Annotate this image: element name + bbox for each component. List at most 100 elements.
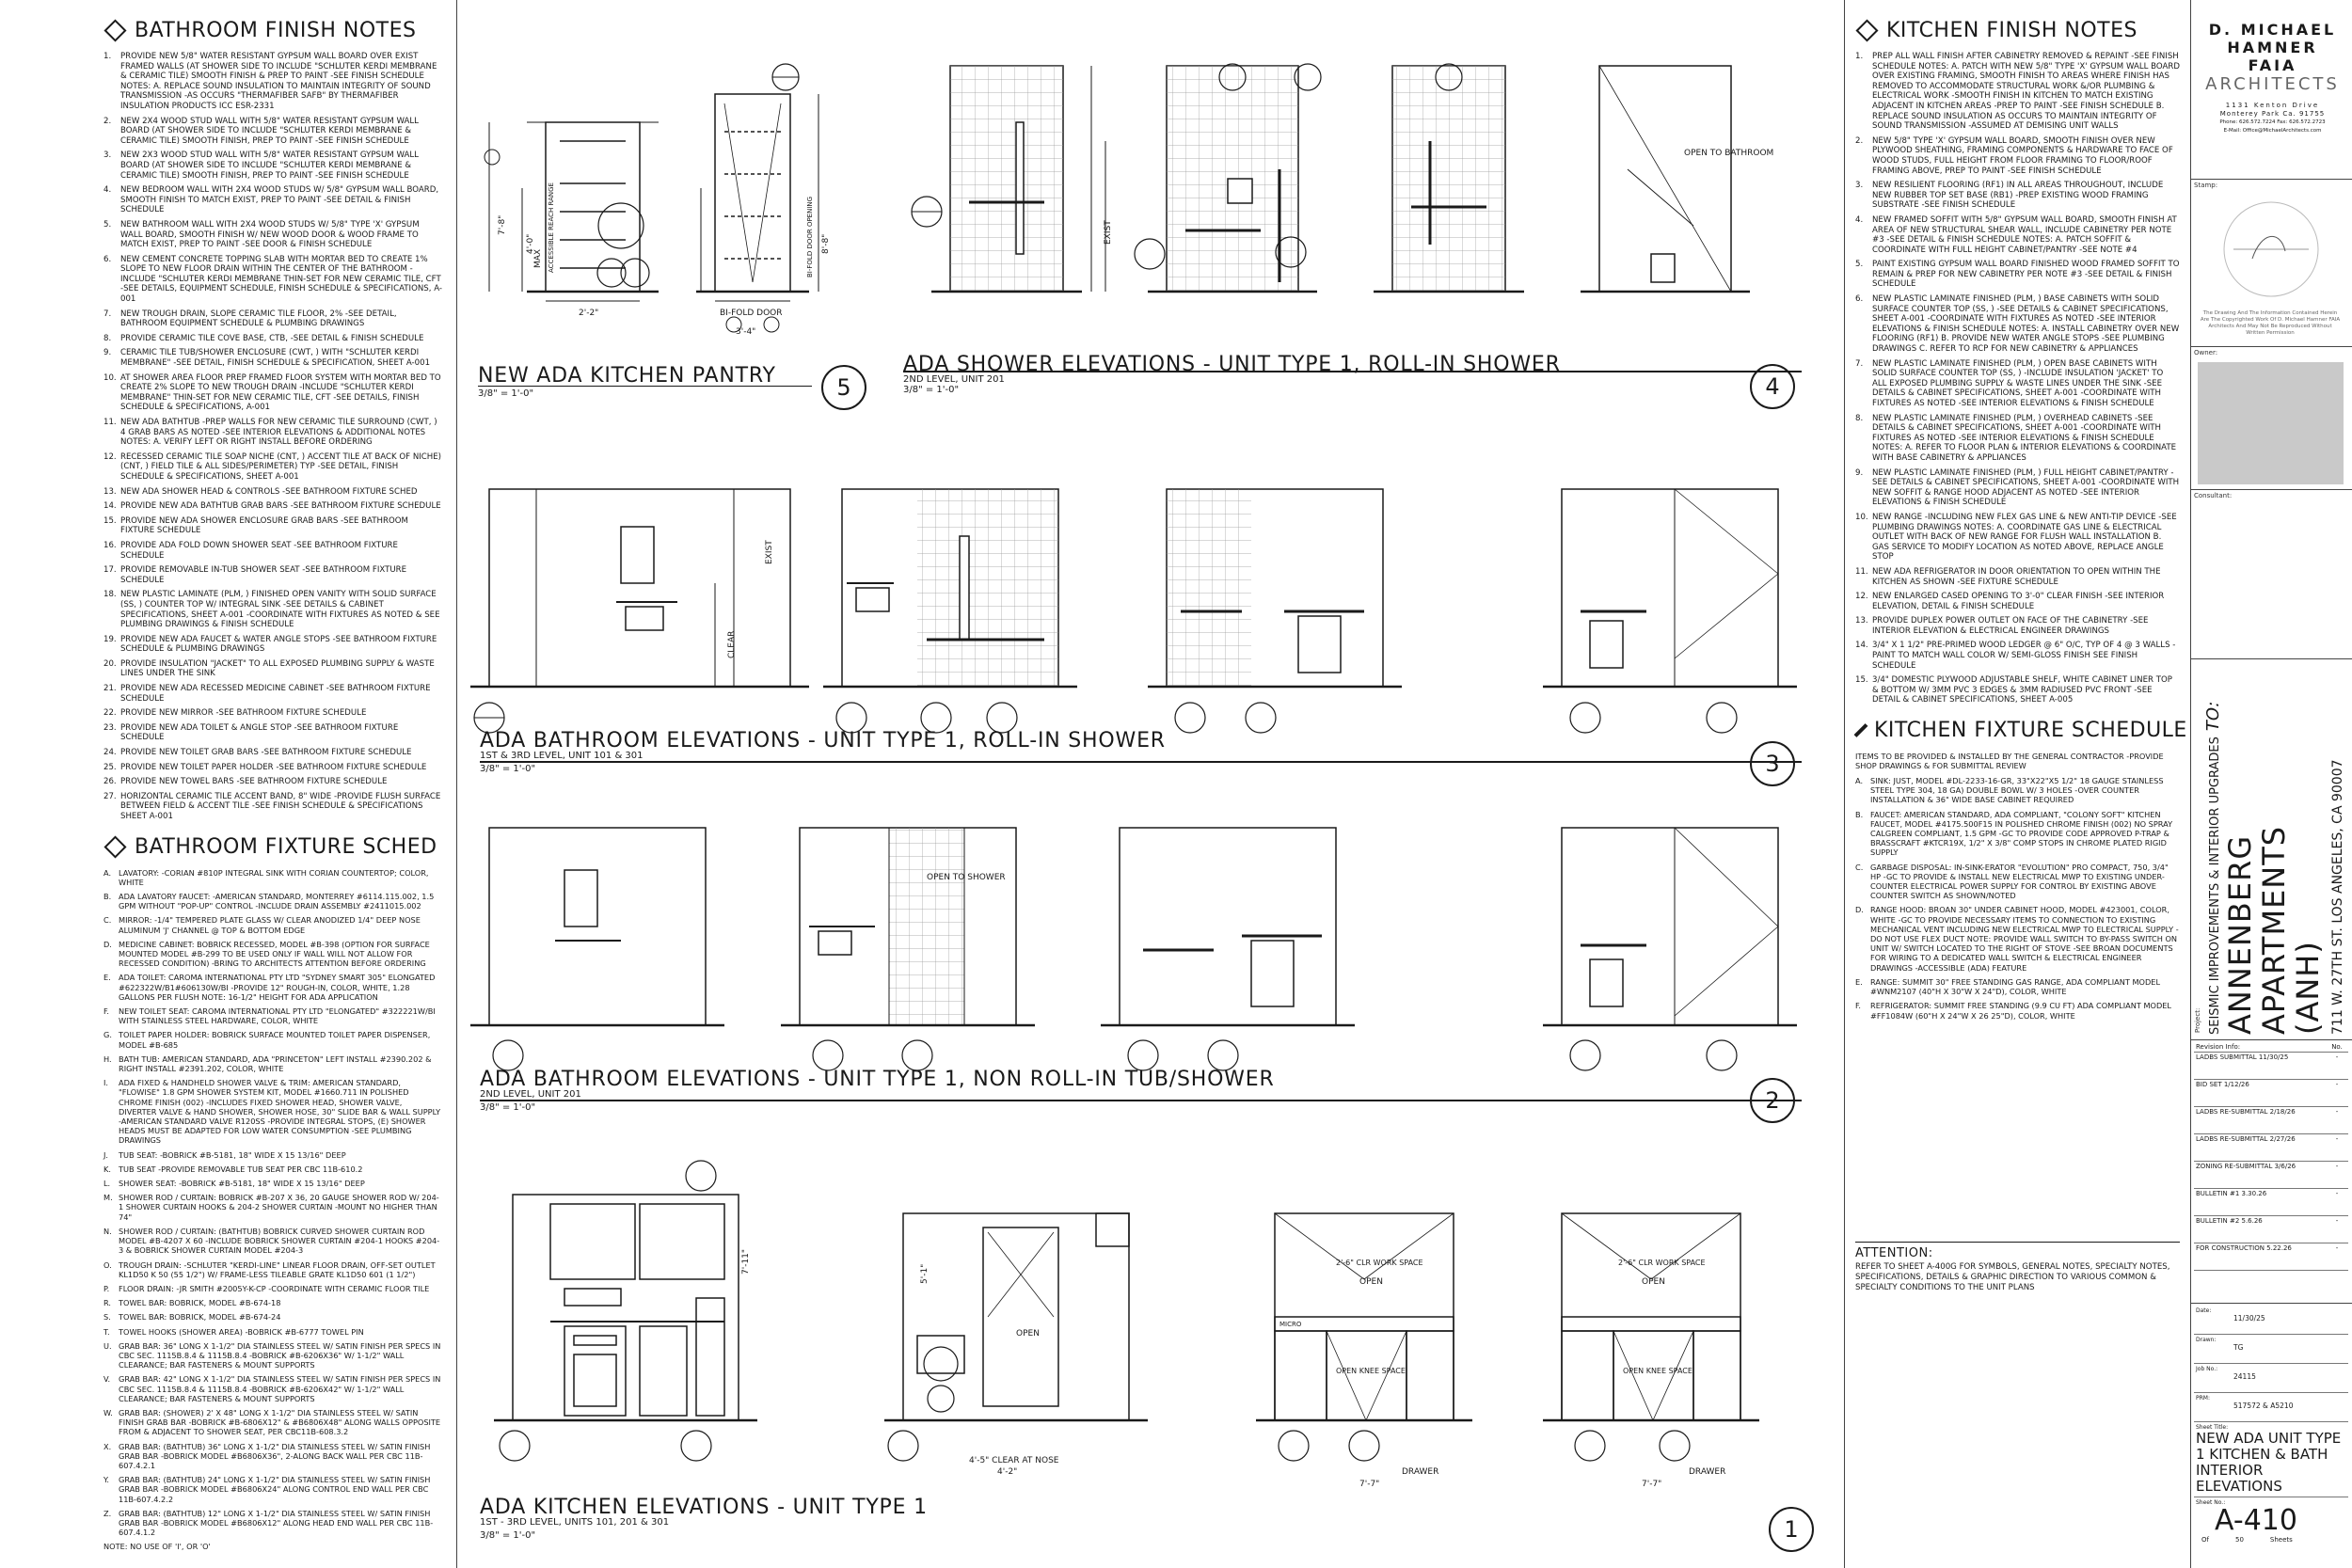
dim-label: 5'-1" — [920, 1264, 930, 1284]
attention-text: REFER TO SHEET A-400G FOR SYMBOLS, GENER… — [1855, 1262, 2170, 1292]
bathroom-finish-notes-list: 1.PROVIDE NEW 5/8" WATER RESISTANT GYPSU… — [103, 52, 442, 822]
note-item: 11.NEW ADA BATHTUB -PREP WALLS FOR NEW C… — [103, 418, 442, 448]
note-text: RECESSED CERAMIC TILE SOAP NICHE (CNT, )… — [120, 451, 442, 482]
note-text: NEW 2X3 WOOD STUD WALL WITH 5/8" WATER R… — [120, 150, 419, 181]
dim-label: 8'-8" — [821, 234, 831, 254]
revision-row: LADBS RE-SUBMITTAL 2/18/26- — [2194, 1107, 2348, 1134]
project-name: ANNENBERG APARTMENTS — [2222, 825, 2292, 1035]
shower-elevation-b — [1134, 63, 1322, 293]
bathroom-elev-2a — [470, 827, 724, 1071]
job-value: 24115 — [2233, 1372, 2256, 1381]
note-text: PROVIDE NEW ADA TOILET & ANGLE STOP -SEE… — [120, 722, 399, 743]
note-number: 18. — [103, 590, 117, 600]
note-number: D. — [1855, 905, 1864, 915]
note-text: ADA FIXED & HANDHELD SHOWER VALVE & TRIM… — [119, 1078, 441, 1146]
shower-elevation-c — [1374, 63, 1524, 293]
sheet-no-field: Sheet No.: A-410 Of 50 Sheets — [2194, 1497, 2348, 1545]
bifold-door-label: BI-FOLD DOOR — [720, 309, 783, 318]
note-item: 4.NEW BEDROOM WALL WITH 2X4 WOOD STUDS W… — [103, 185, 442, 215]
note-text: NEW TOILET SEAT: CAROMA INTERNATIONAL PT… — [119, 1006, 436, 1026]
tb-rule — [2190, 179, 2352, 180]
drawing-title-4: ADA SHOWER ELEVATIONS - UNIT TYPE 1, ROL… — [903, 353, 1561, 376]
revision-label: Revision Info: — [2196, 1043, 2241, 1051]
revision-desc: BULLETIN #1 3.30.26 — [2196, 1190, 2267, 1197]
note-number: C. — [1855, 862, 1864, 872]
note-text: GARBAGE DISPOSAL: IN-SINK-ERATOR "EVOLUT… — [1870, 862, 2169, 901]
drawing-title-5: NEW ADA KITCHEN PANTRY — [478, 364, 776, 388]
kitchen-elev-1c — [1256, 1212, 1472, 1462]
sheet-title-label: Sheet Title: — [2196, 1424, 2229, 1431]
note-item: J.TUB SEAT: -BOBRICK #B-5181, 18" WIDE X… — [103, 1150, 442, 1160]
note-number: E. — [103, 973, 111, 983]
note-number: 6. — [1855, 294, 1864, 305]
note-item: N.SHOWER ROD / CURTAIN: (BATHTUB) BOBRIC… — [103, 1227, 442, 1256]
note-number: G. — [103, 1030, 112, 1040]
note-text: NEW TROUGH DRAIN, SLOPE CERAMIC TILE FLO… — [120, 309, 397, 329]
drawn-field: Drawn: TG — [2194, 1335, 2348, 1364]
note-number: S. — [103, 1312, 111, 1323]
note-text: PROVIDE NEW TOILET PAPER HOLDER -SEE BAT… — [120, 762, 427, 772]
revision-header: Revision Info: No. — [2194, 1042, 2348, 1053]
note-number: 23. — [103, 722, 117, 733]
revision-no-label: No. — [2331, 1043, 2343, 1051]
sheet-count: Of 50 Sheets — [2201, 1536, 2346, 1544]
note-item: B.FAUCET: AMERICAN STANDARD, ADA COMPLIA… — [1855, 810, 2180, 858]
note-item: E.ADA TOILET: CAROMA INTERNATIONAL PTY L… — [103, 973, 442, 1002]
note-text: REFRIGERATOR: SUMMIT FREE STANDING (9.9 … — [1870, 1001, 2171, 1021]
note-item: 10.NEW RANGE -INCLUDING NEW FLEX GAS LIN… — [1855, 513, 2180, 562]
note-number: F. — [1855, 1001, 1861, 1011]
shower-elevation-a — [911, 65, 1106, 293]
prm-field: PRM: 517572 & A5210 — [2194, 1393, 2348, 1422]
note-item: F.NEW TOILET SEAT: CAROMA INTERNATIONAL … — [103, 1006, 442, 1025]
note-number: 9. — [103, 348, 112, 358]
dim-label: 2'-2" — [579, 309, 598, 318]
note-number: 12. — [1855, 592, 1868, 602]
note-number: 2. — [1855, 135, 1864, 146]
kitchen-fixture-schedule-title: KITCHEN FIXTURE SCHEDULE — [1853, 719, 2186, 742]
tb-rule — [2190, 658, 2352, 659]
firm-email: E-Mail: Office@MichaelArchitects.com — [2223, 128, 2322, 134]
revision-row: FOR CONSTRUCTION 5.22.26- — [2194, 1243, 2348, 1271]
bathroom-fixture-sched-title: BATHROOM FIXTURE SCHED — [103, 835, 442, 859]
note-number: 20. — [103, 658, 117, 669]
drawn-value: TG — [2233, 1343, 2244, 1352]
bathroom-elev-2c — [1101, 827, 1355, 1071]
drawing-title-2: ADA BATHROOM ELEVATIONS - UNIT TYPE 1, N… — [480, 1068, 1275, 1091]
note-text: TUB SEAT -PROVIDE REMOVABLE TUB SEAT PER… — [119, 1164, 363, 1174]
note-item: S.TOWEL BAR: BOBRICK, MODEL #B-674-24 — [103, 1312, 442, 1322]
revision-row: ZONING RE-SUBMITTAL 3/6/26- — [2194, 1162, 2348, 1189]
note-text: SHOWER SEAT: -BOBRICK #B-5181, 18" WIDE … — [119, 1179, 365, 1189]
kitchen-finish-notes-list: 1.PREP ALL WALL FINISH AFTER CABINETRY R… — [1855, 52, 2180, 705]
note-number: C. — [103, 915, 112, 926]
revision-row: BULLETIN #2 5.6.26- — [2194, 1216, 2348, 1243]
note-item: 17.PROVIDE REMOVABLE IN-TUB SHOWER SEAT … — [103, 565, 442, 585]
note-number: 19. — [103, 634, 117, 644]
copyright-note: The Drawing And The Information Containe… — [2200, 310, 2341, 336]
note-item: U.GRAB BAR: 36" LONG X 1-1/2" DIA STAINL… — [103, 1341, 442, 1370]
note-text: RANGE: SUMMIT 30" FREE STANDING GAS RANG… — [1870, 976, 2161, 997]
note-item: W.GRAB BAR: (SHOWER) 2' X 48" LONG X 1-1… — [103, 1408, 442, 1437]
note-text: GRAB BAR: 36" LONG X 1-1/2" DIA STAINLES… — [119, 1340, 441, 1370]
note-text: PROVIDE NEW 5/8" WATER RESISTANT GYPSUM … — [120, 52, 437, 111]
note-number: V. — [103, 1374, 111, 1385]
note-text: NEW PLASTIC LAMINATE (PLM, ) FINISHED OP… — [120, 590, 440, 630]
dim-label: 7'-11" — [741, 1249, 751, 1275]
note-text: NEW PLASTIC LAMINATE FINISHED (PLM, ) FU… — [1872, 467, 2180, 508]
drawing-scale-2: 3/8" = 1'-0" — [480, 1102, 536, 1113]
drawn-label: Drawn: — [2196, 1337, 2217, 1343]
note-item: 22.PROVIDE NEW MIRROR -SEE BATHROOM FIXT… — [103, 708, 442, 719]
revision-no: - — [2335, 1217, 2339, 1225]
note-number: A. — [103, 867, 112, 878]
note-text: PAINT EXISTING GYPSUM WALL BOARD FINISHE… — [1872, 260, 2180, 290]
note-number: 5. — [103, 219, 112, 230]
sheets-label: Sheets — [2269, 1536, 2293, 1544]
note-text: NEW BATHROOM WALL WITH 2X4 WOOD STUDS W/… — [120, 219, 420, 250]
note-item: G.TOILET PAPER HOLDER: BOBRICK SURFACE M… — [103, 1030, 442, 1049]
note-number: M. — [103, 1193, 113, 1203]
note-item: T.TOWEL HOOKS (SHOWER AREA) -BOBRICK #B-… — [103, 1327, 442, 1337]
bathroom-elev-3b — [823, 488, 1077, 734]
note-number: 13. — [1855, 616, 1868, 626]
note-text: NEW 5/8" TYPE 'X' GYPSUM WALL BOARD, SMO… — [1872, 135, 2173, 176]
note-number: J. — [103, 1149, 109, 1160]
